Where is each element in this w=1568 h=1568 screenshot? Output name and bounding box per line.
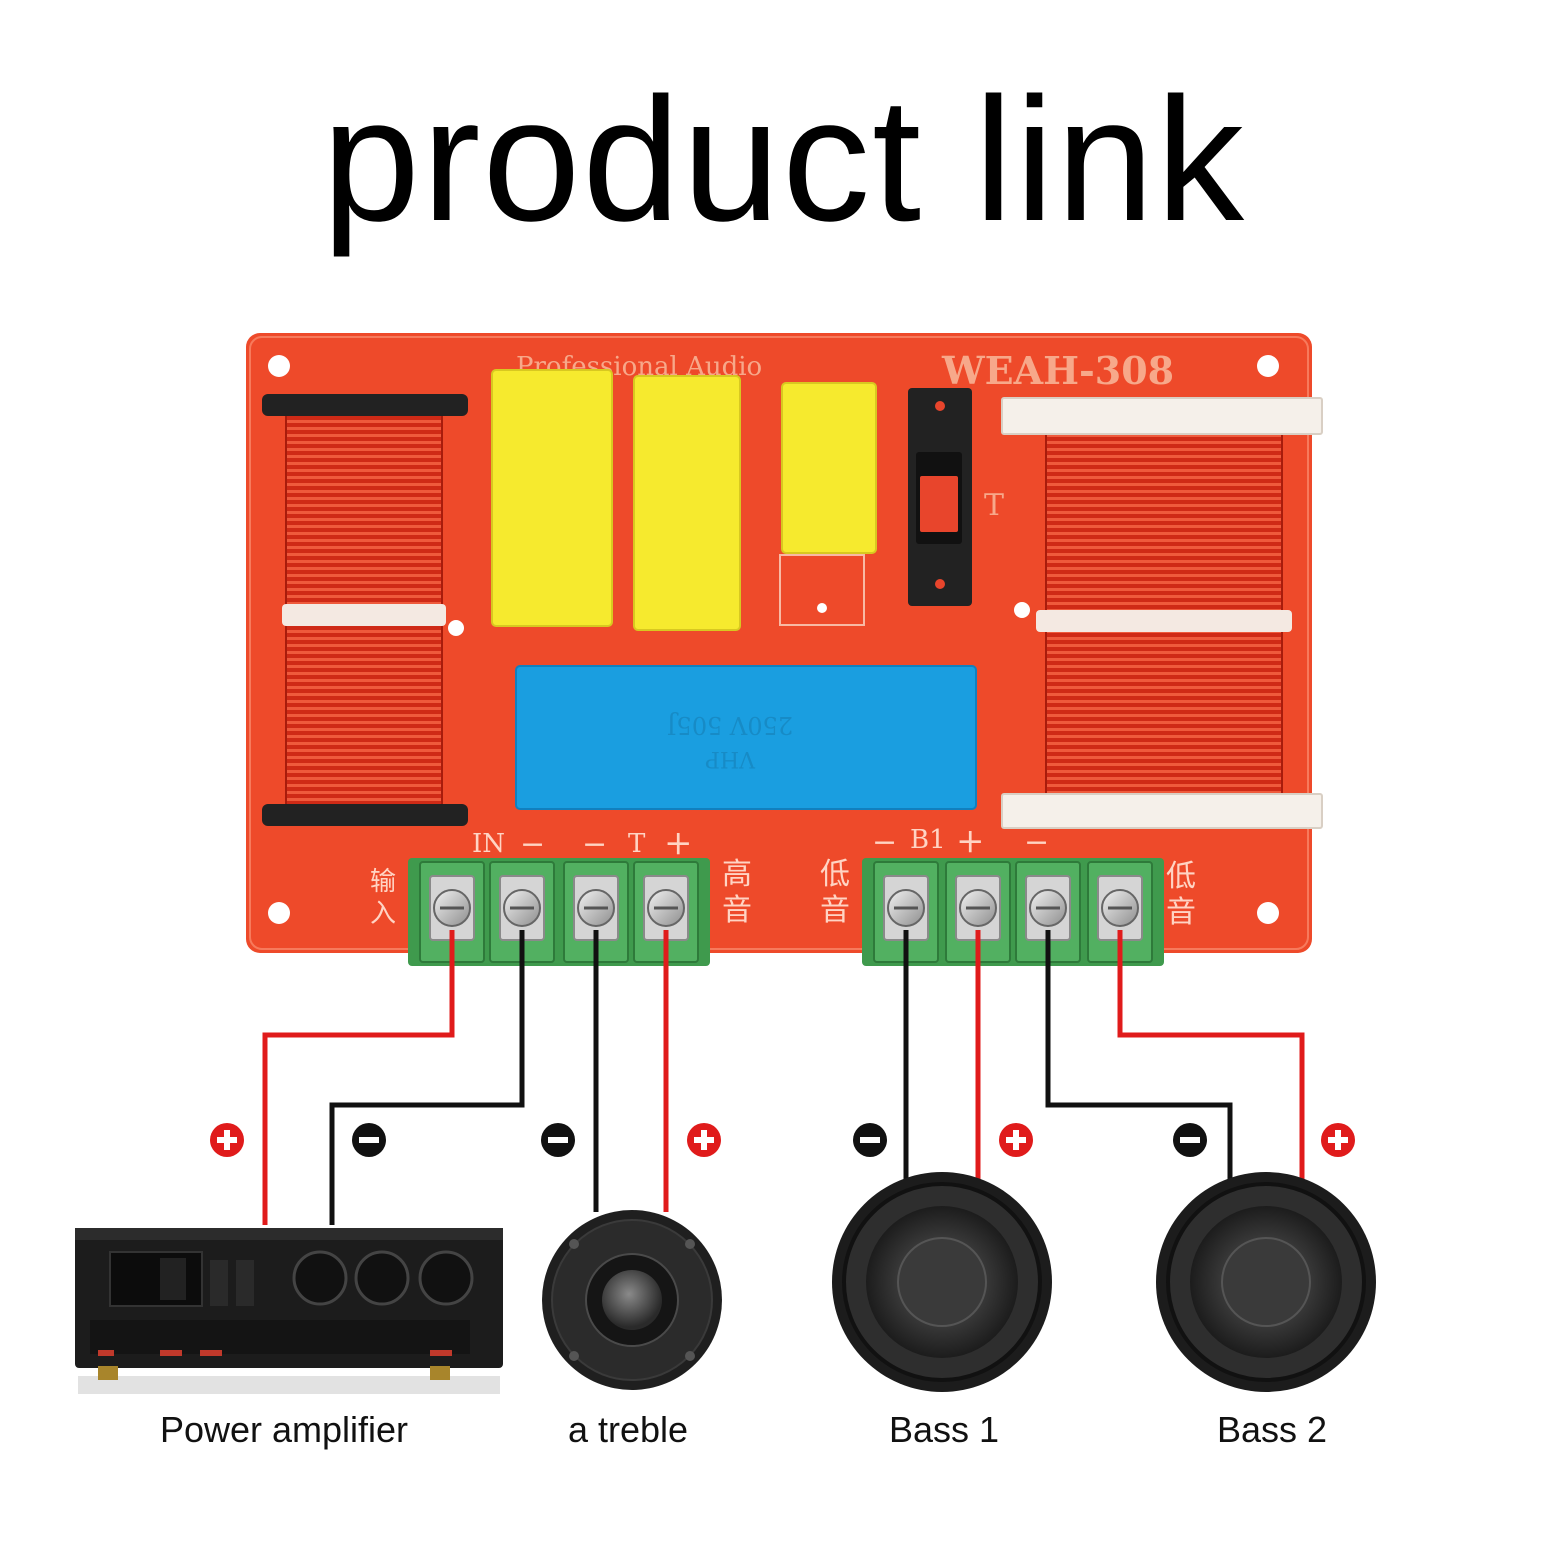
minus-marker-3 — [541, 1123, 575, 1157]
switch-label: T — [984, 488, 1004, 523]
mount-hole-tl — [268, 355, 290, 377]
tweeter-switch — [908, 388, 972, 606]
cjk-bass-left-2: 音 — [820, 893, 850, 928]
terminal-label-minus-1: − — [520, 827, 545, 862]
minus-marker-5 — [853, 1123, 887, 1157]
caption-power-amplifier: Power amplifier — [159, 1409, 409, 1450]
blue-cap-text-1: 250V 505J — [667, 711, 793, 739]
board-model-label: WEAH-308 — [941, 348, 1174, 393]
terminal-label-t: T — [628, 829, 646, 859]
terminal-label-in: IN — [472, 829, 505, 859]
plus-marker-8 — [1321, 1123, 1355, 1157]
terminal-label-plus-1: + — [664, 823, 693, 863]
capacitor-yellow-3 — [781, 382, 877, 554]
caption-tweeter: a treble — [567, 1409, 689, 1450]
terminal-screw-1 — [419, 861, 485, 963]
cjk-input-1: 输 — [370, 867, 396, 897]
terminal-block-left — [408, 858, 710, 966]
wire-7 — [1045, 930, 1233, 1180]
capacitor-yellow-2 — [633, 375, 741, 631]
mount-hole-tr — [1257, 355, 1279, 377]
page-title: product link — [321, 62, 1247, 258]
cjk-bass-left-1: 低 — [820, 857, 850, 892]
terminal-label-minus-3: − — [872, 825, 897, 860]
terminal-label-b1: B1 — [910, 825, 946, 855]
crossover-board: Professional Audio WEAH-308 — [246, 333, 1323, 966]
polarity-markers — [210, 1123, 1355, 1157]
terminal-screw-7 — [1015, 861, 1081, 963]
wire-1 — [262, 930, 455, 1225]
cjk-treble-1: 高 — [722, 857, 752, 892]
bass-2-speaker — [1156, 1172, 1376, 1392]
wire-8 — [1117, 930, 1305, 1180]
terminal-screw-4 — [633, 861, 699, 963]
terminal-label-minus-2: − — [582, 827, 607, 862]
minus-marker-7 — [1173, 1123, 1207, 1157]
terminal-screw-8 — [1087, 861, 1153, 963]
terminal-screw-2 — [489, 861, 555, 963]
minus-marker-2 — [352, 1123, 386, 1157]
terminal-label-plus-2: + — [956, 821, 985, 861]
cjk-input-2: 入 — [370, 899, 396, 929]
plus-marker-6 — [999, 1123, 1033, 1157]
bass-1-speaker — [832, 1172, 1052, 1392]
terminal-screw-6 — [945, 861, 1011, 963]
cjk-bass-right-1: 低 — [1166, 859, 1196, 894]
cjk-bass-right-2: 音 — [1166, 895, 1196, 930]
right-inductor-coil — [1001, 397, 1323, 829]
terminal-screw-3 — [563, 861, 629, 963]
tweeter-speaker — [542, 1210, 722, 1390]
cjk-treble-2: 音 — [722, 893, 752, 928]
blue-cap-text-2: VHP — [705, 746, 756, 771]
mount-hole-bl — [268, 902, 290, 924]
capacitor-blue — [515, 665, 977, 810]
plus-marker-1 — [210, 1123, 244, 1157]
left-inductor-coil — [262, 394, 468, 826]
plus-marker-4 — [687, 1123, 721, 1157]
mount-hole-br — [1257, 902, 1279, 924]
wiring — [262, 930, 1305, 1225]
power-amplifier-device — [75, 1228, 503, 1394]
wire-2 — [329, 930, 525, 1225]
caption-bass-2: Bass 2 — [1216, 1409, 1328, 1450]
terminal-label-minus-4: − — [1024, 825, 1049, 860]
caption-bass-1: Bass 1 — [888, 1409, 1000, 1450]
capacitor-yellow-1 — [491, 369, 613, 627]
